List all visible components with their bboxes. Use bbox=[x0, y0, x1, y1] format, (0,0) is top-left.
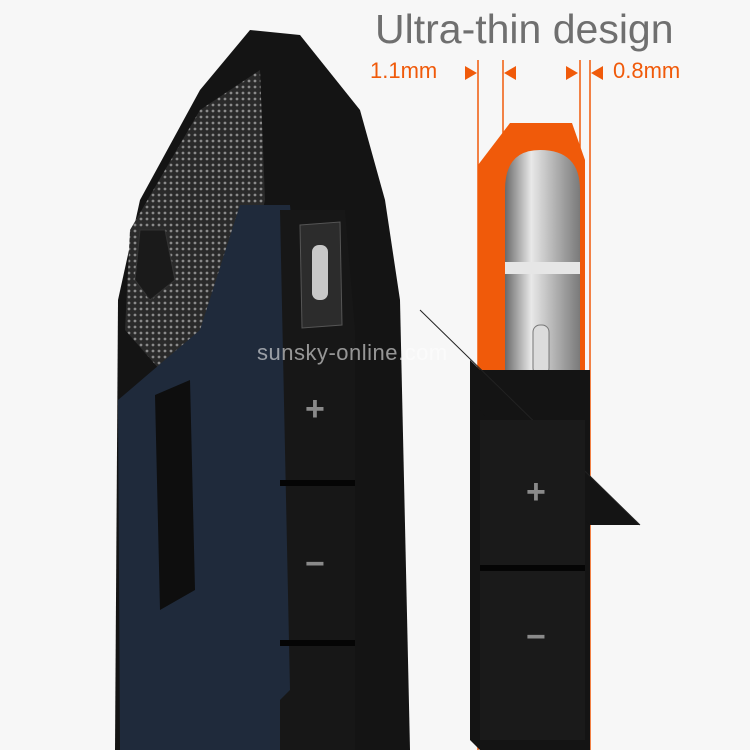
volume-plus-label: + bbox=[305, 390, 325, 428]
volume-minus-label: − bbox=[305, 545, 325, 583]
arrow-icons bbox=[465, 66, 603, 80]
volume-plus-label-closeup: + bbox=[526, 473, 546, 511]
headline: Ultra-thin design bbox=[375, 6, 674, 52]
cross-section bbox=[419, 123, 641, 750]
volume-minus-label-closeup: − bbox=[526, 618, 546, 656]
dimension-left-label: 1.1mm bbox=[370, 58, 438, 83]
dimension-right-label: 0.8mm bbox=[613, 58, 681, 83]
case-side-view bbox=[115, 30, 410, 750]
watermark: sunsky-online.com bbox=[257, 340, 448, 365]
